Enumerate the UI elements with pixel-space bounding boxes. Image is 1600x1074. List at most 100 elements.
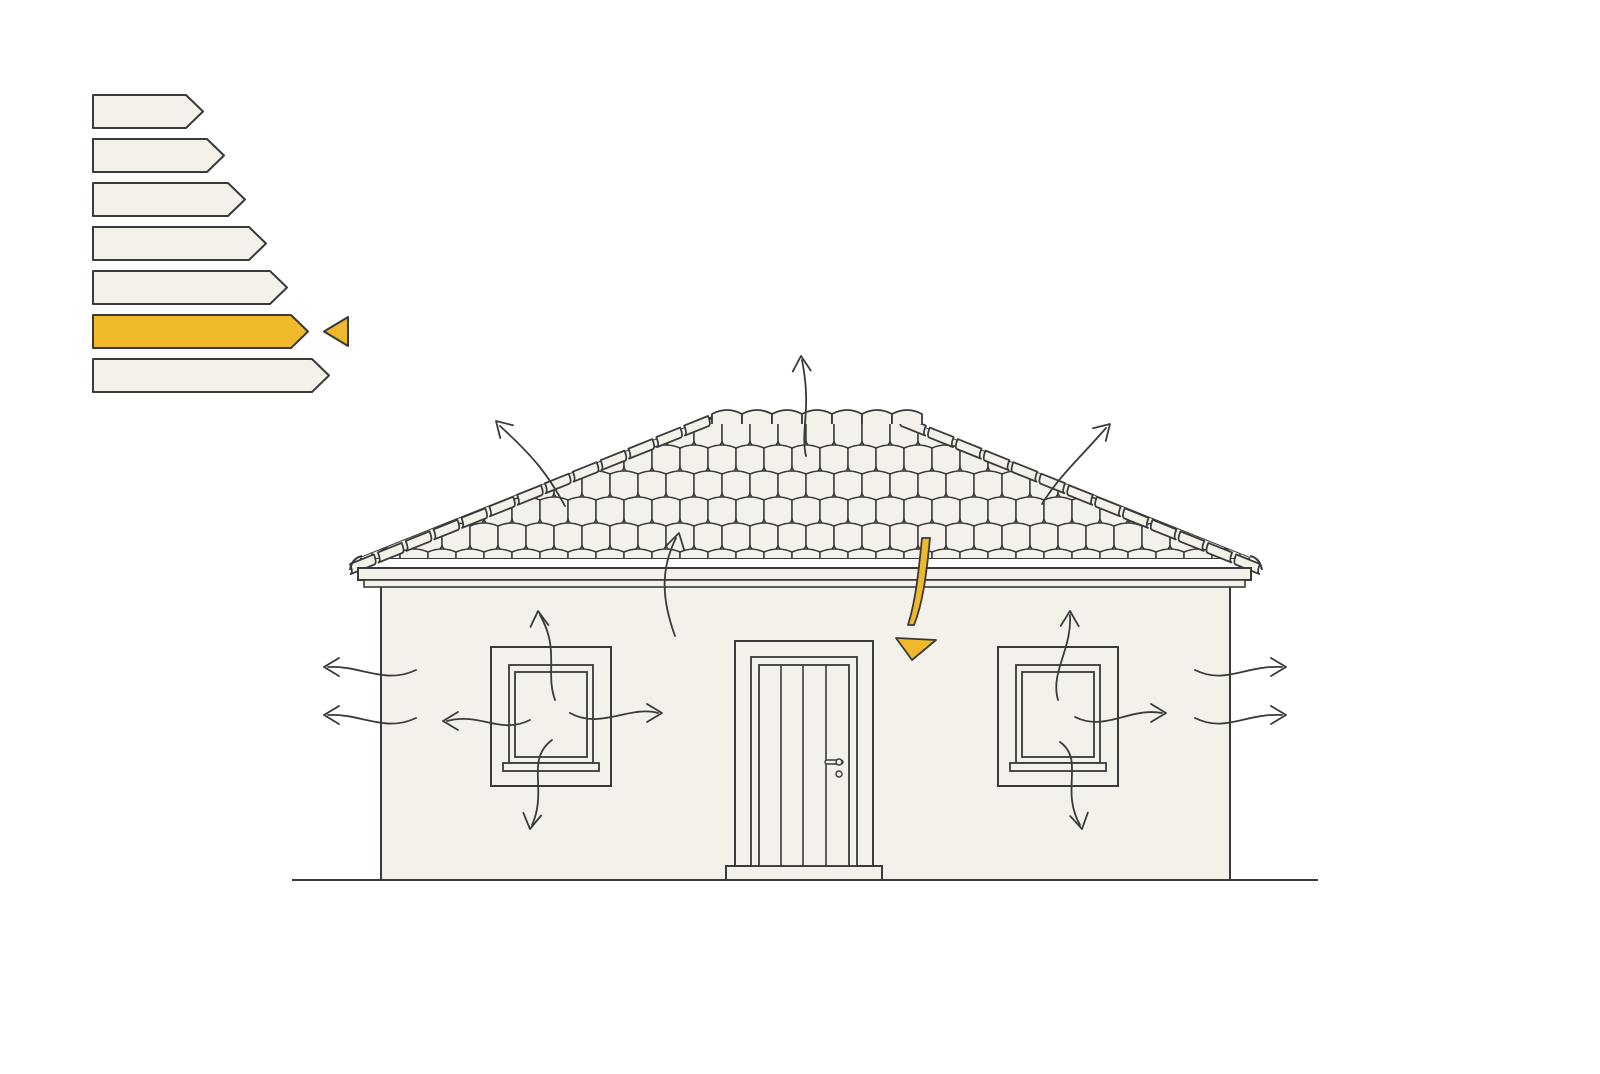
arrow-head bbox=[1150, 703, 1167, 723]
roof-tile bbox=[1099, 444, 1129, 475]
roof-tile bbox=[360, 496, 373, 527]
roof-tile bbox=[889, 522, 919, 553]
roof-tile bbox=[1071, 548, 1101, 558]
arrow-head bbox=[442, 711, 459, 731]
roof-tile bbox=[483, 548, 513, 558]
roof-tile bbox=[777, 470, 807, 501]
roof-tile bbox=[1254, 419, 1282, 448]
roof-tile bbox=[847, 444, 877, 475]
roof-tile bbox=[469, 418, 499, 449]
roof-tile bbox=[1141, 418, 1171, 449]
roof-tile bbox=[609, 522, 639, 553]
roof-tile bbox=[875, 496, 905, 527]
ridge-cap bbox=[711, 409, 743, 424]
roof-tile bbox=[1268, 497, 1296, 526]
roof-tile bbox=[1113, 418, 1143, 449]
rating-bar bbox=[92, 138, 225, 173]
roof-tile bbox=[931, 548, 961, 558]
ridge-cap bbox=[376, 542, 405, 564]
roof-tile bbox=[1155, 444, 1185, 475]
heat-loss-arrow bbox=[1059, 741, 1089, 830]
heat-loss-arrow bbox=[1194, 657, 1287, 677]
roof-tile bbox=[651, 496, 681, 527]
roof-tile bbox=[903, 496, 933, 527]
roof-tile bbox=[399, 444, 429, 475]
roof-tile bbox=[721, 470, 751, 501]
roof-eave-tile-edge bbox=[349, 555, 363, 571]
roof-tile bbox=[581, 522, 611, 553]
roof-tile bbox=[889, 470, 919, 501]
roof-tile bbox=[497, 522, 527, 553]
window-right bbox=[997, 646, 1119, 787]
roof-tile bbox=[679, 444, 709, 475]
heat-loss-arrow bbox=[1041, 423, 1111, 505]
roof-tile bbox=[1169, 418, 1199, 449]
roof-tile bbox=[945, 522, 975, 553]
arrow-head bbox=[1092, 423, 1111, 442]
roof-tile bbox=[360, 522, 387, 553]
ridge-cap bbox=[571, 461, 600, 483]
roof-tile bbox=[637, 522, 667, 553]
ridge-cap bbox=[927, 426, 955, 449]
heat-loss-arrow bbox=[495, 420, 566, 507]
roof-tile bbox=[819, 548, 849, 558]
heat-loss-arrow bbox=[323, 657, 417, 677]
front-door bbox=[725, 640, 883, 881]
roof-tile bbox=[623, 548, 653, 558]
roof-tile bbox=[360, 470, 387, 501]
arrow-shaft bbox=[539, 614, 556, 701]
roof-tile bbox=[707, 444, 737, 475]
roof-tile bbox=[1169, 470, 1199, 501]
roof-tile bbox=[875, 444, 905, 475]
roof-tile bbox=[833, 470, 863, 501]
roof-tile bbox=[385, 418, 415, 449]
ridge-cap bbox=[1066, 484, 1094, 506]
arrow-shaft bbox=[569, 710, 659, 720]
roof-tile bbox=[371, 496, 401, 527]
heat-loss-arrow bbox=[529, 610, 556, 701]
window-right-glass bbox=[1021, 671, 1095, 758]
roof-tile bbox=[1001, 418, 1031, 449]
rating-bar-selected bbox=[92, 314, 309, 349]
roof-tile bbox=[763, 444, 793, 475]
arrow-shaft bbox=[801, 359, 808, 457]
ridge-cap bbox=[1010, 461, 1039, 483]
ridge-cap bbox=[771, 409, 803, 424]
roof-tile bbox=[945, 470, 975, 501]
heat-loss-arrow bbox=[791, 355, 812, 457]
roof-tile bbox=[1057, 522, 1087, 553]
arrow-shaft bbox=[1194, 666, 1283, 677]
roof-tile bbox=[987, 548, 1017, 558]
roof-tile bbox=[623, 496, 653, 527]
roof-tile bbox=[1085, 522, 1115, 553]
roof-tile bbox=[679, 496, 709, 527]
roof-tile bbox=[875, 548, 905, 558]
roof-tile bbox=[847, 548, 877, 558]
roof-tiles bbox=[360, 418, 1296, 578]
roof-tile bbox=[1211, 496, 1241, 527]
ridge-cap bbox=[861, 409, 893, 424]
roof-tile bbox=[1113, 522, 1143, 553]
arrow-shaft bbox=[1194, 714, 1283, 725]
roof-tile bbox=[1254, 523, 1282, 552]
roof-tile bbox=[1015, 548, 1045, 558]
roof-tile bbox=[805, 470, 835, 501]
roof-tile bbox=[749, 470, 779, 501]
arrow-head bbox=[1059, 610, 1080, 628]
arrow-shaft bbox=[1041, 427, 1107, 505]
roof-tile bbox=[721, 522, 751, 553]
ridge-cap bbox=[599, 449, 628, 472]
roof-tile bbox=[1239, 444, 1250, 475]
roof-tile bbox=[1268, 549, 1296, 578]
heat-loss-arrow bbox=[323, 705, 417, 725]
roof-tile bbox=[1183, 548, 1213, 558]
arrow-head bbox=[895, 637, 937, 661]
roof-tile bbox=[1127, 444, 1157, 475]
roof-tile bbox=[371, 444, 401, 475]
ridge-cap bbox=[404, 530, 433, 552]
roof-tile bbox=[360, 548, 373, 558]
rating-bar bbox=[92, 270, 288, 305]
arrow-head bbox=[791, 355, 812, 373]
roof-tile bbox=[539, 548, 569, 558]
roof-tile bbox=[455, 444, 485, 475]
